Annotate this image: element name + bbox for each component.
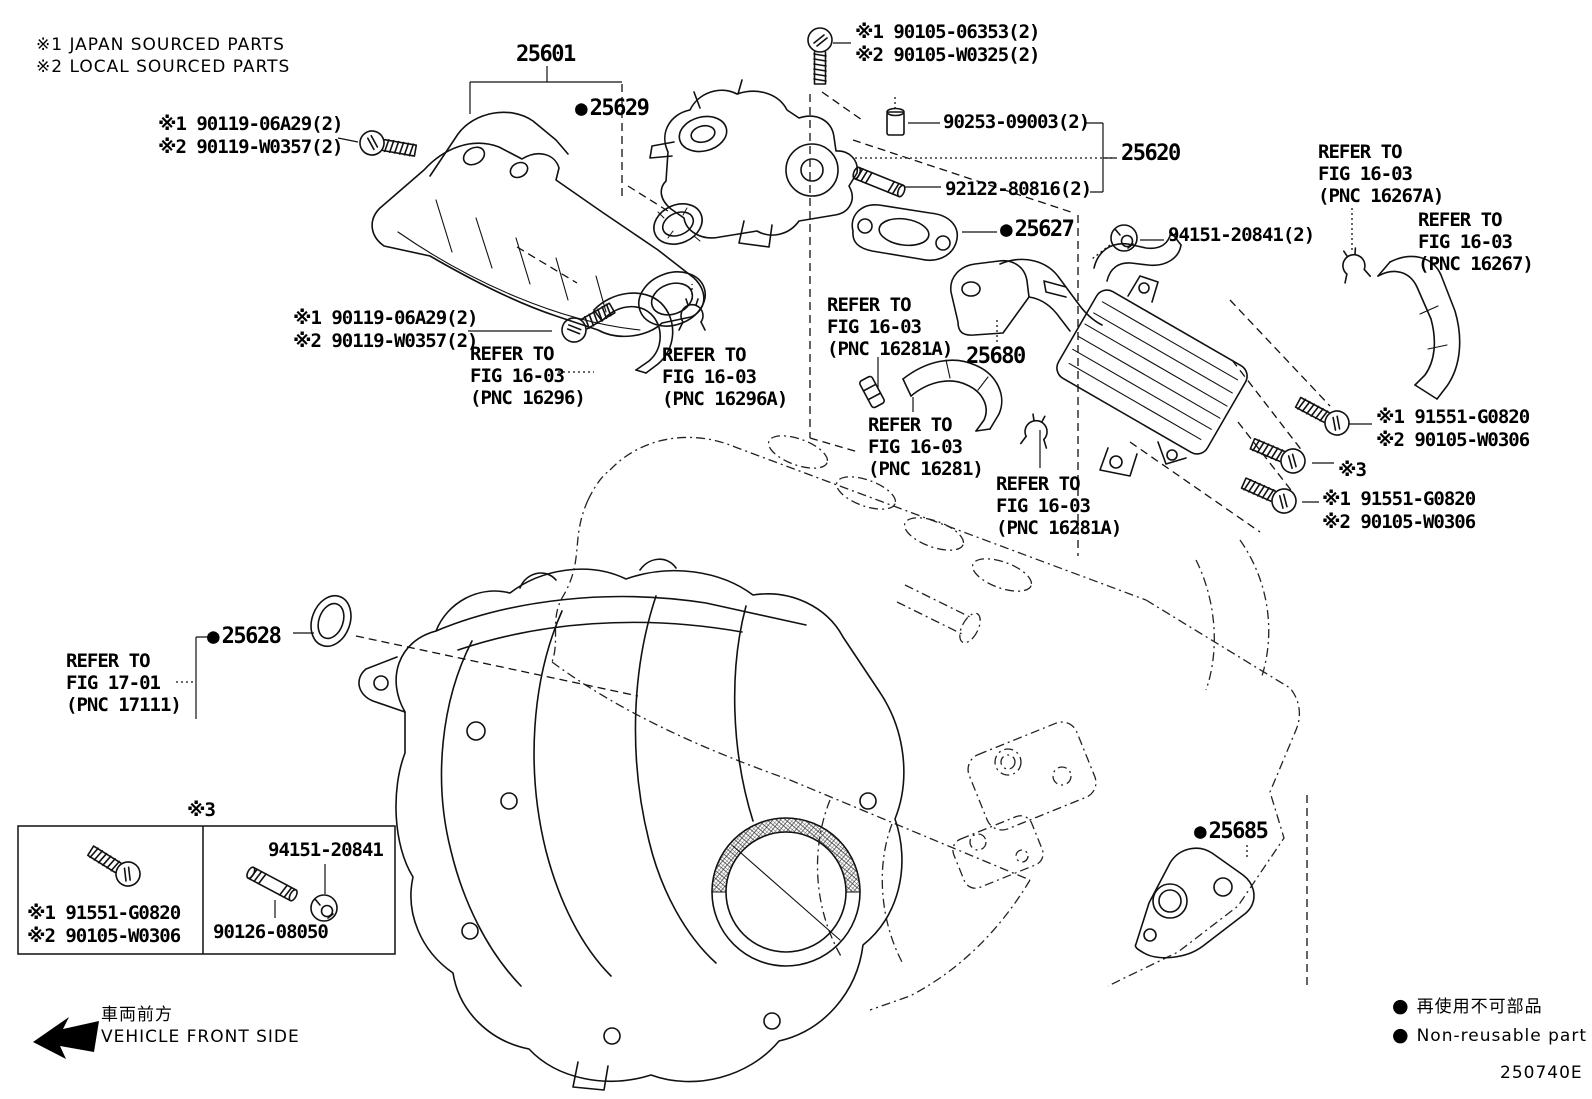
stud-bolt-92122 <box>850 165 908 199</box>
water-bypass-hose-16281 <box>902 359 1003 432</box>
hose-clamp-16296 <box>678 298 706 331</box>
hardware-box <box>17 825 396 955</box>
legend-row-jp: ●再使用不可部品 <box>1392 995 1543 1017</box>
gasket-25629 <box>653 203 703 245</box>
callout-25629: ●25629 <box>575 96 650 121</box>
vehicle-front-jp: 車両前方 <box>101 1005 173 1025</box>
callout-star3-right: ※3 <box>1338 459 1367 481</box>
callout-25628: ●25628 <box>207 624 282 649</box>
vehicle-front-label: 車両前方 VEHICLE FRONT SIDE <box>101 1004 300 1048</box>
callout-91551-box: ※1 91551-G0820 ※2 90105-W0306 <box>27 902 181 947</box>
note-japan-sourced: ※1 JAPAN SOURCED PARTS <box>36 35 285 55</box>
vehicle-front-en: VEHICLE FRONT SIDE <box>101 1027 300 1047</box>
gasket-25628 <box>310 594 352 648</box>
legend-row-en: ●Non-reusable part <box>1392 1024 1587 1046</box>
nut-94151-box <box>310 894 338 922</box>
callout-25601: 25601 <box>516 42 576 67</box>
gasket-25627 <box>851 204 958 261</box>
air-intake-pipe-25601 <box>371 111 706 338</box>
union-90253 <box>886 107 905 136</box>
callout-92122: 92122-80816(2) <box>945 178 1092 200</box>
hose-clamp-16267a <box>1336 245 1371 284</box>
note-local-sourced: ※2 LOCAL SOURCED PARTS <box>36 57 291 77</box>
non-reusable-dot: ● <box>1392 995 1409 1017</box>
water-hose-16267 <box>1377 255 1461 400</box>
non-reusable-dot: ● <box>575 96 588 120</box>
intake-manifold <box>358 558 905 1091</box>
hose-clamp-16281a-lower <box>1019 412 1053 449</box>
callout-91551-lower: ※1 91551-G0820 ※2 90105-W0306 <box>1322 488 1476 533</box>
non-reusable-dot: ● <box>1194 819 1207 843</box>
non-reusable-legend: ●再使用不可部品 ●Non-reusable part <box>1392 992 1587 1050</box>
bolt-star3 <box>1247 431 1310 478</box>
egr-pipe-cooler-25680 <box>950 231 1248 477</box>
drawing-code: 250740E <box>1500 1063 1583 1083</box>
engine-phantom-outline <box>551 435 1301 1011</box>
stud-90126-box <box>244 865 300 903</box>
callout-90253: 90253-09003(2) <box>943 111 1090 133</box>
callout-94151-box: 94151-20841 <box>268 839 384 861</box>
non-reusable-dot: ● <box>207 624 220 648</box>
callout-25627: ●25627 <box>1000 217 1075 242</box>
egr-valve-25620 <box>649 79 859 248</box>
bolt-90119-lower <box>556 296 619 348</box>
non-reusable-dot: ● <box>1392 1024 1409 1046</box>
dotted-leaders <box>176 97 1353 860</box>
dashed-links <box>355 84 1331 985</box>
bolt-90105-top <box>807 27 833 85</box>
callout-91551-upper: ※1 91551-G0820 ※2 90105-W0306 <box>1376 406 1530 451</box>
callout-25620: 25620 <box>1121 141 1181 166</box>
callout-90126-box: 90126-08050 <box>213 921 329 943</box>
bolt-91551-lower <box>1238 471 1301 518</box>
bolt-90119-upper <box>357 128 419 164</box>
non-reusable-dot: ● <box>1000 217 1013 241</box>
gasket-25685 <box>1134 847 1255 959</box>
callout-90119-lower: ※1 90119-06A29(2) ※2 90119-W0357(2) <box>293 307 478 352</box>
callout-94151-qty2: 94151-20841(2) <box>1168 224 1315 246</box>
nut-94151 <box>1110 224 1138 252</box>
bolt-91551-box <box>83 839 146 892</box>
sourced-parts-notes: ※1 JAPAN SOURCED PARTS ※2 LOCAL SOURCED … <box>36 34 290 78</box>
callout-star3-box: ※3 <box>187 799 216 821</box>
callout-25685: ●25685 <box>1194 819 1269 844</box>
vehicle-front-arrow <box>33 1017 99 1059</box>
callout-90105-top: ※1 90105-06353(2) ※2 90105-W0325(2) <box>855 21 1040 66</box>
callout-25680: 25680 <box>966 344 1026 369</box>
callout-90119-upper: ※1 90119-06A29(2) ※2 90119-W0357(2) <box>158 113 343 158</box>
check-valve-16281a <box>859 375 885 409</box>
leader-lines <box>195 42 1372 918</box>
